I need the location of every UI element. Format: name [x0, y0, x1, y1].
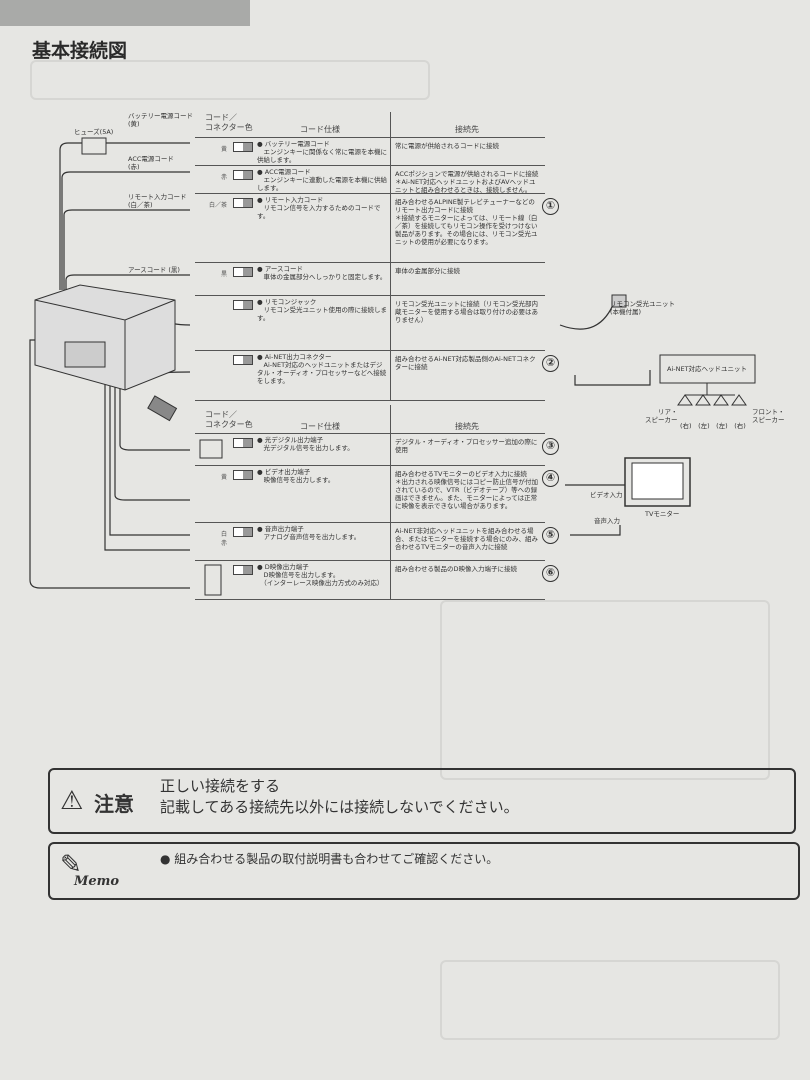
ok-checkbox[interactable]: OK [233, 142, 253, 152]
table-row: 黄 OK ● ビデオ出力端子 映像信号を出力します。 組み合わせるTVモニターのビデオ… [195, 465, 559, 522]
table-row: OK ● D映像出力端子 D映像信号を出力します。 （インターレース映像出力方式の… [195, 560, 559, 600]
cord-spec: ● Ai-NET出力コネクター Ai-NET対応のヘッドユニットまたはデジタル・… [257, 353, 387, 385]
ok-checkbox[interactable]: OK [233, 527, 253, 537]
connector-color: 黒 [220, 271, 227, 278]
remote-unit-label: リモコン受光ユニット (本機付属) [610, 300, 675, 316]
tv-monitor-label: TVモニター [645, 510, 680, 518]
connector-color: 黄 [220, 146, 227, 153]
cord-spec: ● 音声出力端子 アナログ音声信号を出力します。 [257, 525, 361, 541]
audio-in-label: 音声入力 [594, 517, 620, 525]
connection-destination: 組み合わせるALPINE製テレビチューナーなどのリモート出力コードに接続 ＊接続… [395, 198, 538, 246]
connection-destination: 組み合わせるTVモニターのビデオ入力に接続 ＊出力される映像信号にはコピー防止信… [395, 470, 538, 510]
connection-destination: デジタル・オーディオ・プロセッサー追加の際に使用 [395, 438, 538, 454]
caution-box: ⚠ 注意 正しい接続をする 記載してある接続先以外には接続しないでください。 [48, 768, 796, 834]
caution-line2: 記載してある接続先以外には接続しないでください。 [160, 798, 519, 816]
cord-spec: ● 光デジタル出力端子 光デジタル信号を出力します。 [257, 436, 354, 452]
reference-number: ⑥ [542, 565, 559, 582]
ok-checkbox[interactable]: OK [233, 470, 253, 480]
connection-destination: 常に電源が供給されるコードに接続 [395, 142, 499, 150]
table-row: 赤 OK ● ACC電源コード エンジンキーに連動した電源を本機に供給します。 ACC… [195, 165, 545, 194]
header-dest: 接続先 [455, 125, 479, 134]
head-unit-label: Ai-NET対応ヘッドユニット [667, 365, 748, 373]
header-color: コード／ コネクター色 [205, 113, 253, 132]
connection-destination: 組み合わせるAi-NET対応製品側のAi-NETコネクターに接続 [395, 355, 536, 371]
cord-spec: ● リモート入力コード リモコン信号を入力するためのコードです。 [257, 196, 381, 220]
memo-label: Memo [74, 874, 120, 889]
video-in-label: ビデオ入力 [590, 491, 623, 499]
table-row: 白／茶 OK ● リモート入力コード リモコン信号を入力するためのコードです。組み合… [195, 193, 559, 262]
caution-text: 正しい接続をする 記載してある接続先以外には接続しないでください。 [160, 776, 519, 818]
memo-box: ✎ Memo ● 組み合わせる製品の取付説明書も合わせてご確認ください。 [48, 842, 800, 900]
table-row: 白 赤 OK ● 音声出力端子 アナログ音声信号を出力します。 Ai-NET非対応ヘッ… [195, 522, 559, 560]
ok-checkbox[interactable]: OK [233, 438, 253, 448]
caution-line1: 正しい接続をする [160, 777, 281, 795]
memo-text: ● 組み合わせる製品の取付説明書も合わせてご確認ください。 [160, 852, 499, 866]
pencil-icon: ✎ [60, 850, 82, 880]
ok-checkbox[interactable]: OK [233, 267, 253, 277]
connector-color: 赤 [220, 174, 227, 181]
reference-number: ④ [542, 470, 559, 487]
connector-color: 白 赤 [220, 531, 227, 547]
front-speaker-label: フロント・ スピーカー [752, 408, 785, 424]
bleed-through [440, 960, 780, 1040]
bleed-through [30, 60, 430, 100]
reference-number: ② [542, 355, 559, 372]
connection-destination: Ai-NET非対応ヘッドユニットを組み合わせる場合、またはモニターを接続する場合… [395, 527, 538, 551]
reference-number: ① [542, 198, 559, 215]
ok-checkbox[interactable]: OK [233, 198, 253, 208]
warning-icon: ⚠ [60, 786, 84, 816]
remote-label: リモート入力コード (白／茶) [128, 193, 187, 209]
cord-spec: ● リモコンジャック リモコン受光ユニット使用の際に接続します。 [257, 298, 387, 322]
header-rule [195, 400, 545, 433]
page-title: 基本接続図 [32, 40, 128, 62]
ok-checkbox[interactable]: OK [233, 355, 253, 365]
header2-dest: 接続先 [455, 422, 479, 431]
cord-spec: ● バッテリー電源コード エンジンキーに関係なく常に電源を本機に供給します。 [257, 140, 387, 164]
connection-destination: ACCポジションで電源が供給されるコードに接続 ＊Ai-NET対応ヘッドユニット… [395, 170, 539, 194]
connection-destination: リモコン受光ユニットに接続（リモコン受光部内蔵モニターを使用する場合は取り付けの… [395, 300, 538, 324]
fuse-label: ヒューズ(5A) [74, 128, 114, 136]
reference-number: ③ [542, 438, 559, 455]
connector-color: 白／茶 [208, 202, 227, 209]
ok-checkbox[interactable]: OK [233, 565, 253, 575]
table-row: OK ● 光デジタル出力端子 光デジタル信号を出力します。 デジタル・オーディオ・プ… [195, 433, 559, 465]
reference-number: ⑤ [542, 527, 559, 544]
caution-label: 注意 [94, 792, 134, 816]
earth-label: アースコード (黒) [128, 266, 180, 274]
connection-destination: 組み合わせる製品のD映像入力端子に接続 [395, 565, 518, 573]
rear-speaker-label: リア・ スピーカー [645, 408, 678, 424]
connector-color: 黄 [220, 474, 227, 481]
ok-checkbox[interactable]: OK [233, 170, 253, 180]
acc-label: ACC電源コード (赤) [128, 155, 174, 171]
battery-label: バッテリー電源コード (黄) [128, 112, 193, 128]
cord-spec: ● ACC電源コード エンジンキーに連動した電源を本機に供給します。 [257, 168, 387, 192]
header2-spec: コード仕様 [300, 422, 340, 431]
header-spec: コード仕様 [300, 125, 340, 134]
cord-spec: ● アースコード 車体の金属部分へしっかりと固定します。 [257, 265, 387, 281]
header2-color: コード／ コネクター色 [205, 410, 253, 429]
table-row: 黒 OK ● アースコード 車体の金属部分へしっかりと固定します。車体の金属部分に接… [195, 262, 545, 295]
connection-destination: 車体の金属部分に接続 [395, 267, 460, 275]
lr-label: (右) (左) (左) (右) [680, 422, 746, 430]
table-row: OK ● Ai-NET出力コネクター Ai-NET対応のヘッドユニットまたはデジタ… [195, 350, 559, 400]
ok-checkbox[interactable]: OK [233, 300, 253, 310]
cord-spec: ● ビデオ出力端子 映像信号を出力します。 [257, 468, 335, 484]
column-divider [390, 405, 391, 600]
bleed-through [440, 600, 770, 780]
column-divider [390, 112, 391, 400]
table-row: 黄 OK ● バッテリー電源コード エンジンキーに関係なく常に電源を本機に供給します… [195, 137, 545, 165]
top-gray-band [0, 0, 250, 26]
cord-spec: ● D映像出力端子 D映像信号を出力します。 （インターレース映像出力方式のみ対… [257, 563, 384, 587]
table-row: OK ● リモコンジャック リモコン受光ユニット使用の際に接続します。リモコン受光… [195, 295, 545, 350]
